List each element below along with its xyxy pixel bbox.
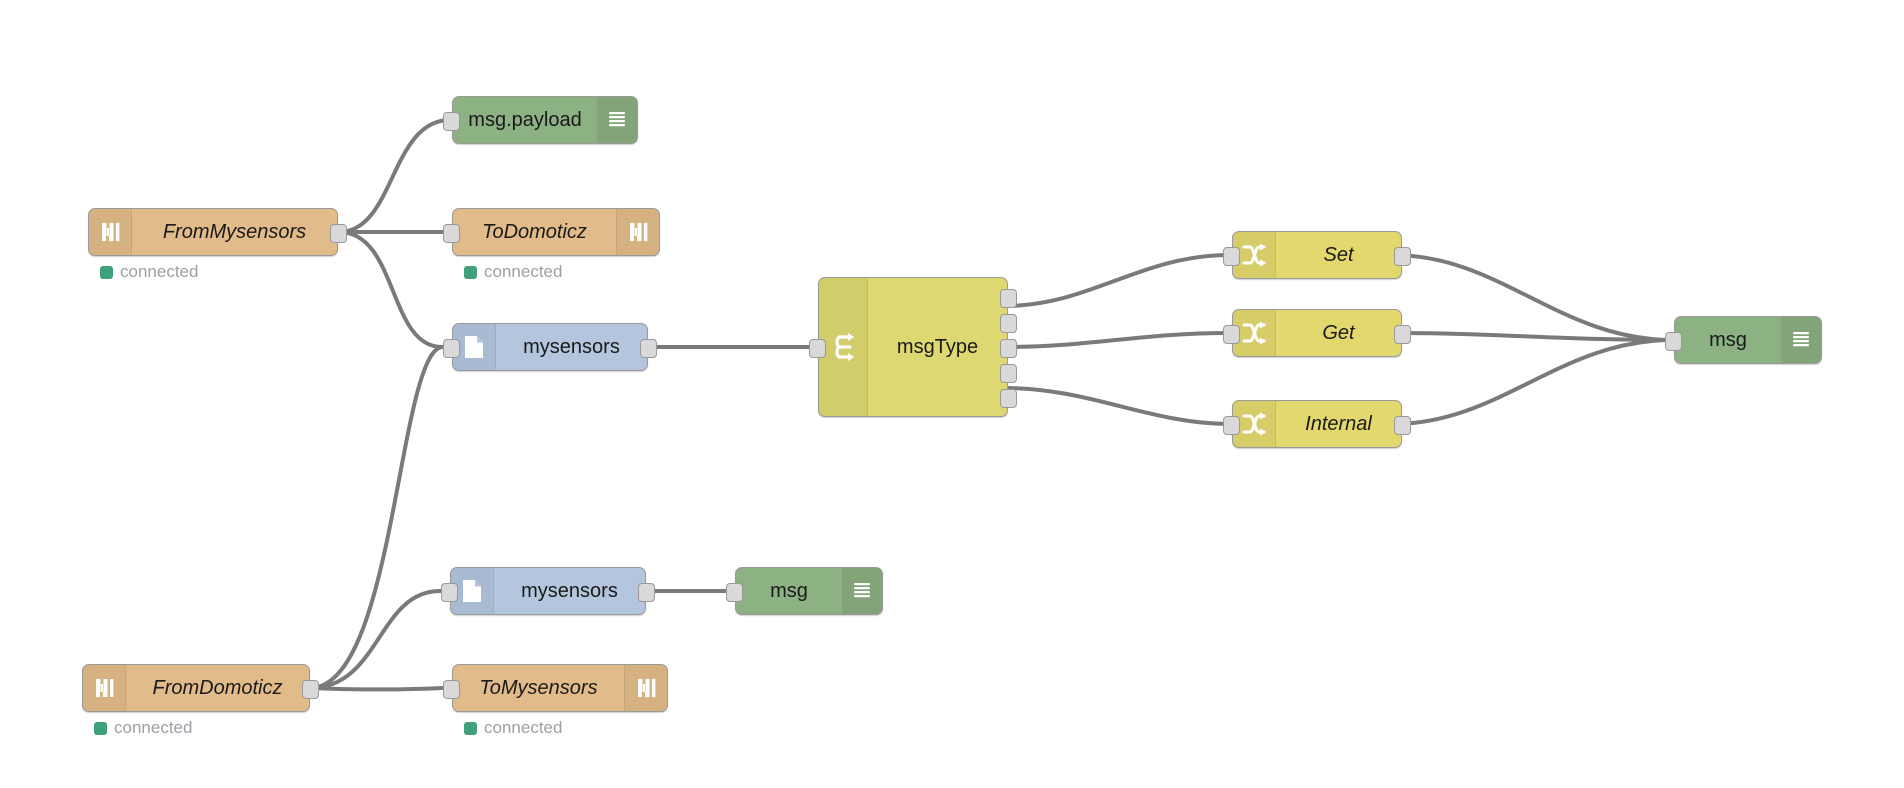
node-debug-msg-right[interactable]: msg [1665,316,1855,364]
node-mysensors-decode-top[interactable]: mysensors [443,323,657,371]
wire-frommysensors-to-mysensors-top [337,230,444,349]
node-to-mysensors[interactable]: ToMysensors [443,664,668,712]
node-label: msgType [896,335,979,358]
wire-fromdomoticz-to-mysensors-bottom [308,589,442,690]
node-label: msg.payload [468,108,582,131]
node-label: Set [1323,243,1354,266]
mqtt-icon [83,665,126,711]
output-port[interactable] [1394,247,1411,266]
node-label: ToMysensors [479,676,598,699]
node-label: ToDomoticz [482,220,587,243]
output-port[interactable] [330,224,347,243]
mqtt-icon [89,209,132,255]
output-port-4[interactable] [1000,364,1017,383]
input-port[interactable] [443,339,460,358]
status-label: connected [484,262,563,281]
node-label: Get [1322,321,1355,344]
debug-icon [597,97,637,143]
wire-get-to-debug-msg [1391,331,1674,342]
status-from-domoticz: connected [94,718,192,738]
node-from-domoticz[interactable]: FromDomoticz [82,664,319,712]
output-port[interactable] [302,680,319,699]
output-port[interactable] [1394,325,1411,344]
file-icon [451,568,494,614]
mqtt-icon [624,665,667,711]
output-port-1[interactable] [1000,289,1017,308]
switch-icon [819,278,868,416]
debug-icon [1781,317,1821,363]
output-port[interactable] [638,583,655,602]
input-port[interactable] [1223,325,1240,344]
status-to-mysensors: connected [464,718,562,738]
input-port[interactable] [1223,416,1240,435]
status-dot [464,265,477,279]
node-change-set[interactable]: Set [1223,231,1411,279]
node-mysensors-encode-bottom[interactable]: mysensors [441,567,655,615]
status-label: connected [120,262,199,281]
node-label: msg [770,579,808,602]
input-port[interactable] [809,339,826,358]
node-change-get[interactable]: Get [1223,309,1411,357]
node-debug-msg-bottom[interactable]: msg [726,567,916,615]
input-port[interactable] [1665,332,1682,351]
wire-fromdomoticz-to-tomysensors [308,686,445,692]
file-icon [453,324,496,370]
input-port[interactable] [726,583,743,602]
status-label: connected [484,718,563,737]
node-change-internal[interactable]: Internal [1223,400,1411,448]
wire-internal-to-debug-msg [1391,338,1674,426]
wire-msgtype-to-internal [1003,386,1232,426]
debug-enabled-indicator [1826,328,1850,352]
wire-set-to-debug-msg [1391,253,1674,342]
status-label: connected [114,718,193,737]
node-label: mysensors [521,579,618,602]
output-port[interactable] [1394,416,1411,435]
input-port[interactable] [443,112,460,131]
status-from-mysensors: connected [100,262,198,282]
debug-icon [842,568,882,614]
change-icon [1233,232,1276,278]
node-label: mysensors [523,335,620,358]
node-label: msg [1709,328,1747,351]
node-debug-msg-payload[interactable]: msg.payload [443,96,671,144]
output-port-3[interactable] [1000,339,1017,358]
node-label: FromMysensors [162,220,307,243]
node-label: Internal [1305,412,1372,435]
wire-msgtype-to-get [1003,331,1232,349]
wire-frommysensors-to-debug-payload [337,118,452,234]
output-port-2[interactable] [1000,314,1017,333]
status-dot [464,721,477,735]
mqtt-icon [616,209,659,255]
input-port[interactable] [443,680,460,699]
input-port[interactable] [441,583,458,602]
output-port[interactable] [640,339,657,358]
change-icon [1233,310,1276,356]
wire-fromdomoticz-to-mysensors-top [308,345,444,690]
wire-msgtype-to-set [1003,253,1232,308]
node-msgtype-switch[interactable]: msgType [809,277,1017,417]
debug-enabled-indicator [887,579,911,603]
status-to-domoticz: connected [464,262,562,282]
status-dot [94,721,107,735]
output-port-5[interactable] [1000,389,1017,408]
node-to-domoticz[interactable]: ToDomoticz [443,208,660,256]
node-label: FromDomoticz [152,676,283,699]
input-port[interactable] [443,224,460,243]
node-from-mysensors[interactable]: FromMysensors [88,208,347,256]
status-dot [100,265,113,279]
debug-enabled-indicator [642,108,666,132]
change-icon [1233,401,1276,447]
input-port[interactable] [1223,247,1240,266]
